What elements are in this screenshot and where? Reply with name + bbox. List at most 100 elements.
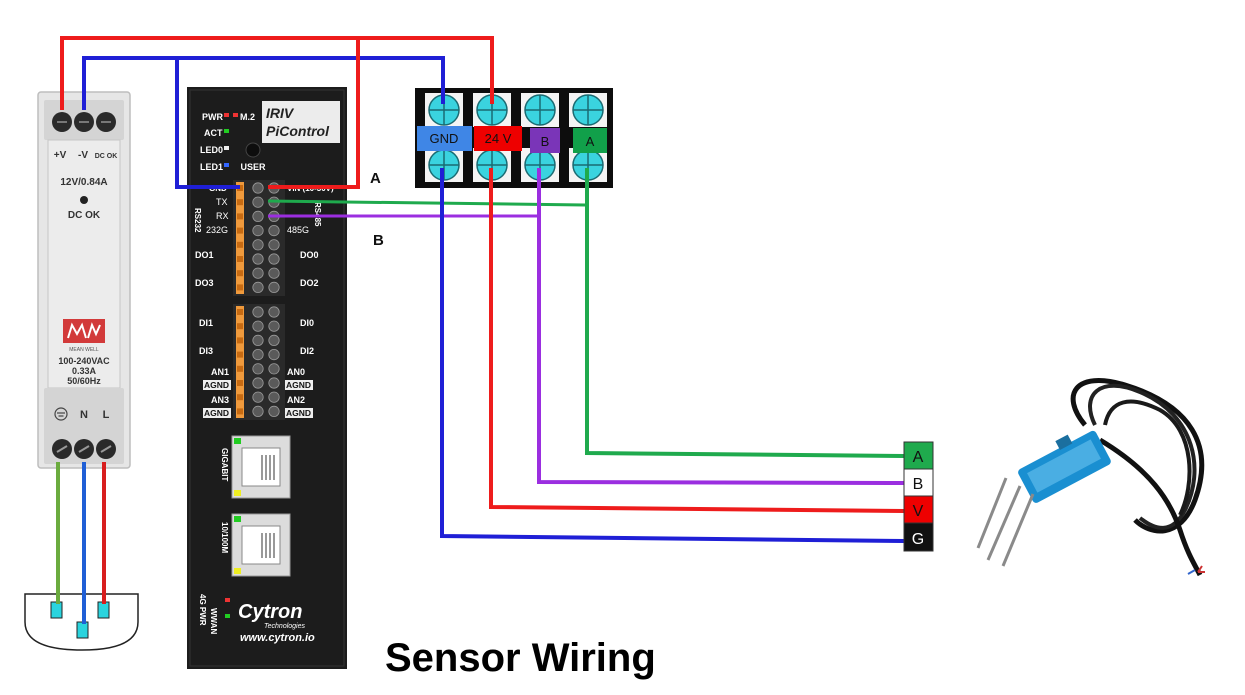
sensor-connector: A B V G [903,441,934,552]
psu-label-n: N [80,409,88,421]
rx-label: RX [216,211,229,221]
tb-label-24v: 24 V [485,131,512,146]
an1-label: AN1 [211,367,229,377]
agnd-right-1: AGND [286,380,311,390]
an3-label: AN3 [211,395,229,405]
terminal-pin [252,405,264,417]
psu-input-1: 100-240VAC [58,356,110,366]
led1 [224,163,229,167]
terminal-pin [268,281,280,293]
terminal-pin [268,320,280,332]
terminal-block: GND 24 V B A [415,88,613,188]
psu-label-minus-v: -V [78,150,88,161]
terminal-pin [268,225,280,237]
psu-input-3: 50/60Hz [67,376,101,386]
terminal-release-tab [237,394,243,401]
di0-label: DI0 [300,318,314,328]
agnd-left-2: AGND [204,408,229,418]
tb-label-a-box [573,128,607,153]
terminal-release-tab [237,199,243,206]
led-pwr [224,113,229,117]
do1-label: DO1 [195,250,214,260]
psu-dc-ok-led [80,196,88,204]
gigabit-label: GIGABIT [220,448,229,481]
terminal-pin [268,348,280,361]
tx-label: TX [216,197,228,207]
led-act-label: ACT [204,128,223,138]
ac-plug [24,593,139,651]
tb-label-gnd: GND [430,131,459,146]
tb-label-b: B [541,134,550,149]
terminal-pin [268,253,280,265]
sensor-pin-g: G [912,531,924,548]
led-pwr-label: PWR [202,112,223,122]
wire-psu-plus-to-24v [60,36,494,110]
psu-dc-ok: DC OK [68,210,101,221]
wire-sensor-b [537,168,905,485]
g232-label: 232G [206,225,228,235]
terminal-pin [252,196,264,208]
terminal-pin [252,253,264,265]
terminal-pin [252,348,264,361]
terminal-release-tab [237,337,243,344]
sensor-pin-v: V [913,503,924,520]
di1-label: DI1 [199,318,213,328]
do0-label: DO0 [300,250,319,260]
terminal-pin [252,363,264,375]
wire-sensor-a [585,168,905,458]
agnd-left-1: AGND [204,380,229,390]
terminal-pin [252,225,264,237]
tb-label-a: A [586,134,595,149]
cytron-tech: Technologies [264,623,305,630]
cytron-url: www.cytron.io [240,632,315,644]
terminal-release-tab [237,351,243,358]
terminal-pin [252,334,264,346]
terminal-release-tab [237,380,243,386]
controller: IRIV PiControl PWR M.2 ACT LED0 LED1 USE… [187,87,347,669]
terminal-pin [268,363,280,375]
terminal-pin [252,182,264,194]
sensor-pin-b-box [903,468,934,497]
ground-symbol-icon [54,407,68,421]
terminal-release-tab [237,227,243,234]
wire-sensor-g [440,168,905,543]
terminal-pin [268,239,280,251]
an2-label: AN2 [287,395,305,405]
terminal-release-tab [237,213,243,220]
terminal-release-tab [237,323,243,330]
tb-label-gnd-box [417,126,472,151]
terminal-release-tab [237,241,243,248]
user-label: USER [240,162,266,172]
sensor-pin-g-box [903,522,934,552]
psu-input-2: 0.33A [72,366,97,376]
cytron-logo: Cytron [238,601,302,623]
led1-label: LED1 [200,162,223,172]
an0-label: AN0 [287,367,305,377]
terminal-release-tab [237,256,243,262]
psu-brand: MEAN WELL [69,347,99,353]
eth100-label: 10/100M [220,522,229,553]
sensor-pin-a-box [903,441,934,470]
terminal-pin [252,281,264,293]
psu-label-l: L [103,409,110,421]
sensor-pin-v-box [903,495,934,524]
wire-rs485-a [267,199,586,207]
terminal-pin [268,306,280,318]
led0-label: LED0 [200,145,223,155]
terminal-release-tab [237,270,243,277]
wires [56,36,905,624]
rs232-label: RS232 [193,208,202,233]
agnd-right-2: AGND [286,408,311,418]
do2-label: DO2 [300,278,319,288]
g485-label: 485G [287,225,309,235]
terminal-pin [252,391,264,403]
psu-label-dc-ok-top: DC OK [95,153,118,160]
terminal-pin [252,320,264,332]
psu-rating: 12V/0.84A [60,177,107,188]
psu-label-plus-v: +V [54,150,67,161]
terminal-pin [252,267,264,279]
page-title: Sensor Wiring [385,636,656,680]
terminal-pin [252,210,264,222]
terminal-pin [252,239,264,251]
